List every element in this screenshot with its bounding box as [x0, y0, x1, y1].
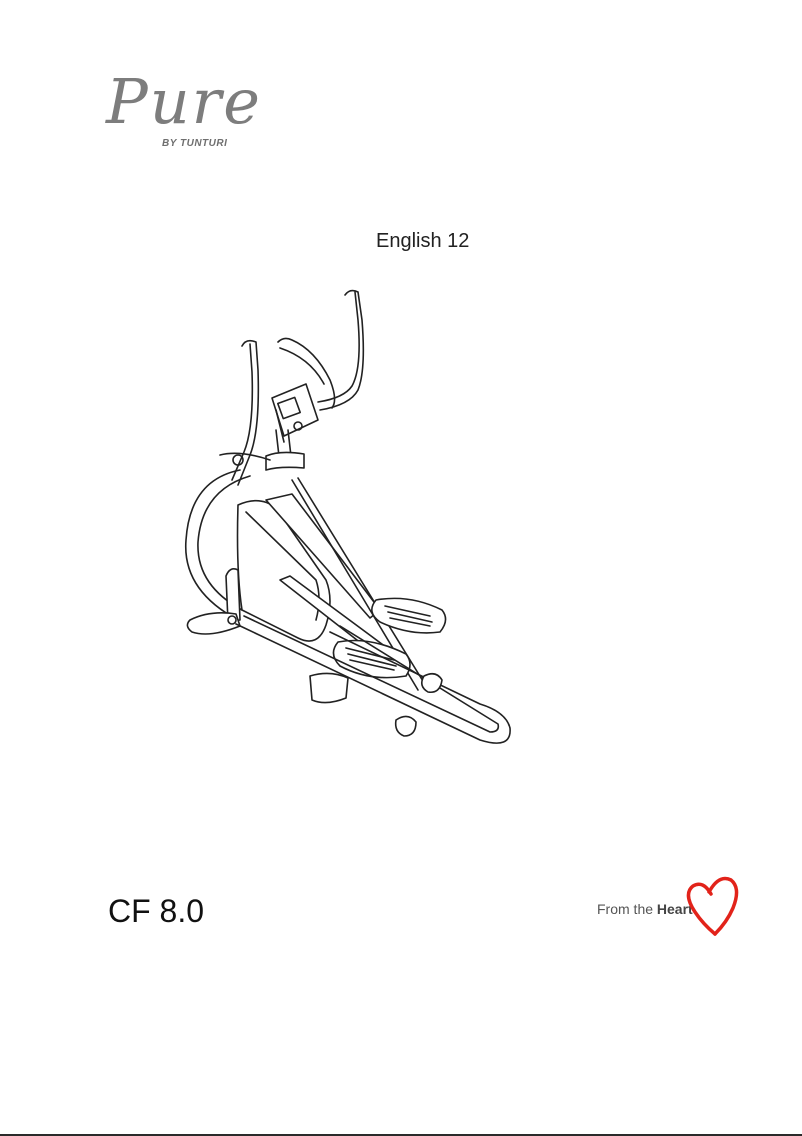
tagline-regular: From the	[597, 901, 657, 917]
tagline-bold: Heart	[656, 901, 693, 917]
heart-icon	[686, 876, 739, 936]
pure-logo: Pure BY TUNTURI	[100, 62, 280, 157]
model-name: CF 8.0	[108, 893, 205, 929]
from-the-heart-logo: From the Heart	[595, 876, 745, 938]
logo-subtitle: BY TUNTURI	[162, 138, 228, 149]
elliptical-trainer-illustration	[184, 289, 511, 744]
tagline-text: From the Heart	[597, 901, 693, 917]
language-section-label: English 12	[376, 230, 470, 252]
logo-script: Pure	[106, 65, 262, 138]
bottom-rule	[0, 1134, 802, 1136]
